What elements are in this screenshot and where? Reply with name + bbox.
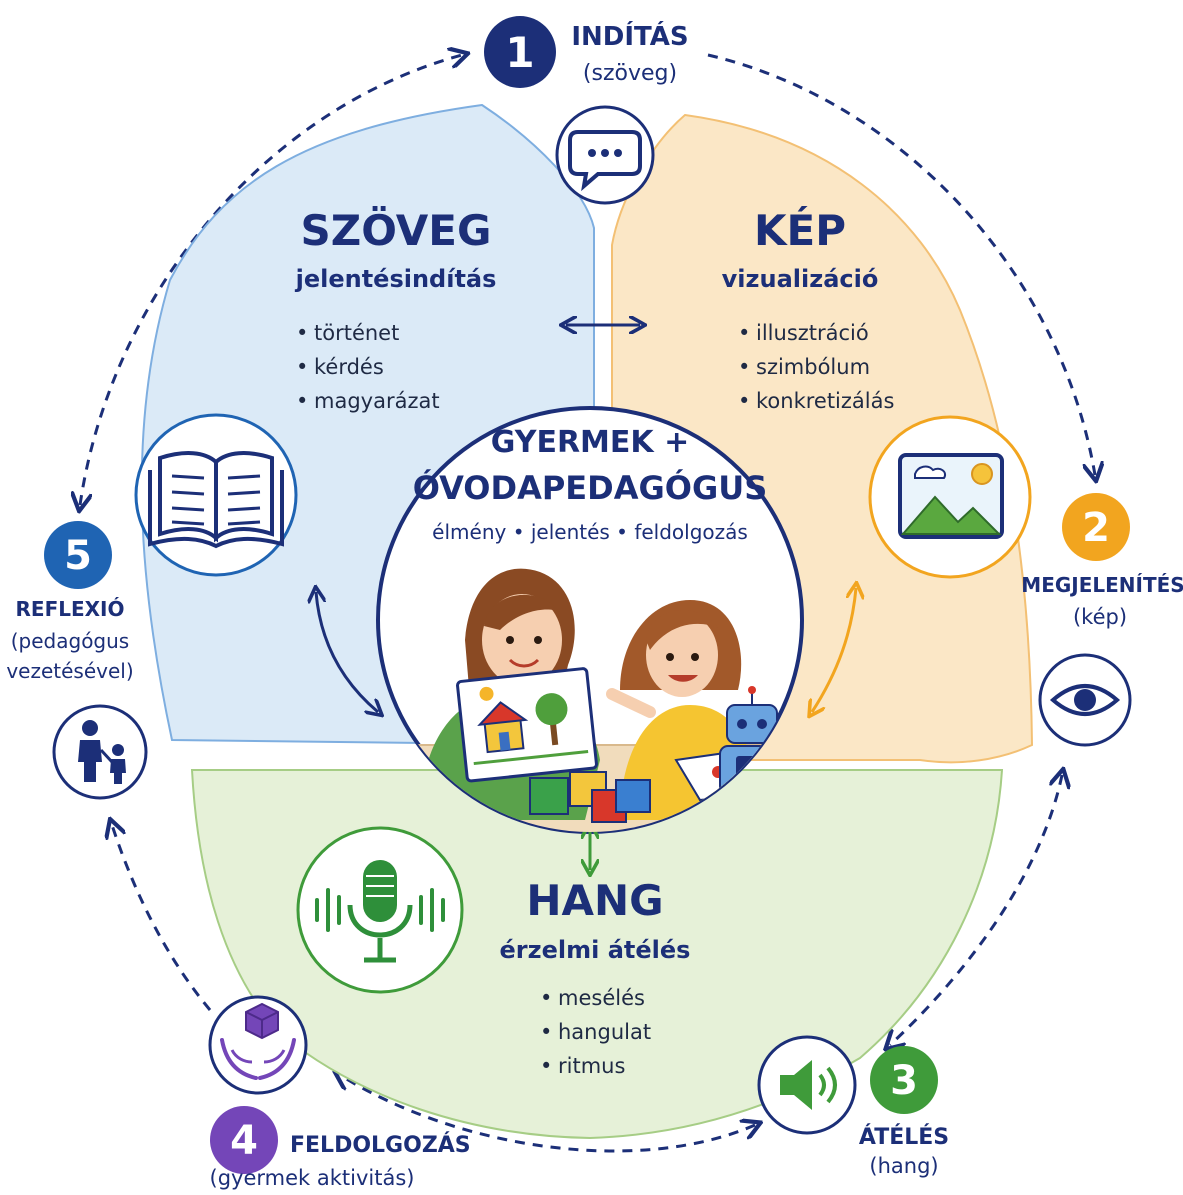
eye-icon xyxy=(1038,653,1132,747)
center-tagline: élmény • jelentés • feldolgozás xyxy=(432,520,748,544)
arrow-4-to-5 xyxy=(112,825,212,1011)
step-5-title: REFLEXIÓ xyxy=(16,597,125,621)
image-panel-content: KÉP vizualizáció xyxy=(722,205,879,293)
image-panel-item-3: konkretizálás xyxy=(756,389,894,413)
hands-cube-icon xyxy=(208,995,308,1095)
sound-panel-item-1: mesélés xyxy=(558,986,645,1010)
text-panel-item-2: kérdés xyxy=(314,355,384,379)
step-4-subtitle: (gyermek aktivitás) xyxy=(210,1166,415,1190)
sound-panel-bullet-2: • xyxy=(540,1020,552,1044)
step-5-subtitle-line-1: (pedagógus xyxy=(11,629,129,653)
text-panel-content: SZÖVEG jelentésindítás xyxy=(295,205,497,293)
text-panel-list: • történet • kérdés • magyarázat xyxy=(296,321,440,413)
sound-panel-content: HANG érzelmi átélés xyxy=(500,876,691,964)
image-panel-bullet-2: • xyxy=(738,355,750,379)
arrow-2-to-3 xyxy=(890,775,1062,1045)
open-book-icon xyxy=(134,413,298,577)
image-panel-bullet-3: • xyxy=(738,389,750,413)
sound-panel-subtitle: érzelmi átélés xyxy=(500,936,691,964)
step-3: 3 ÁTÉLÉS (hang) xyxy=(757,1035,949,1178)
step-4: 4 FELDOLGOZÁS (gyermek aktivitás) xyxy=(208,995,471,1190)
image-panel-subtitle: vizualizáció xyxy=(722,265,879,293)
step-2-title: MEGJELENÍTÉS xyxy=(1021,573,1183,597)
text-panel-item-3: magyarázat xyxy=(314,389,440,413)
step-3-number: 3 xyxy=(890,1058,918,1104)
step-5-number: 5 xyxy=(64,533,92,579)
panel-link-arrows xyxy=(316,325,856,870)
text-panel-bullet-1: • xyxy=(296,321,308,345)
microphone-icon xyxy=(296,826,464,994)
text-panel-title: SZÖVEG xyxy=(301,205,492,255)
step-1-number-badge xyxy=(484,16,556,88)
sound-panel-title: HANG xyxy=(526,876,663,925)
step-3-title: ÁTÉLÉS xyxy=(859,1124,949,1150)
sound-panel-item-2: hangulat xyxy=(558,1020,651,1044)
image-center-double-arrow xyxy=(812,588,856,712)
center-title-line-2: ÓVODAPEDAGÓGUS xyxy=(413,468,767,507)
center-heading: GYERMEK + ÓVODAPEDAGÓGUS élmény • jelent… xyxy=(413,425,767,544)
sound-panel-list: • mesélés • hangulat • ritmus xyxy=(540,986,651,1078)
step-5-number-badge xyxy=(44,521,112,589)
step-4-number-badge xyxy=(210,1106,278,1174)
parent-child-icon xyxy=(52,704,148,800)
speaker-icon xyxy=(757,1035,857,1135)
step-2-number: 2 xyxy=(1082,505,1110,551)
step-2-subtitle: (kép) xyxy=(1073,605,1127,629)
step-1: 1 INDÍTÁS (szöveg) xyxy=(484,16,689,205)
step-4-number: 4 xyxy=(230,1118,258,1164)
image-panel-item-2: szimbólum xyxy=(756,355,870,379)
image-panel-list: • illusztráció • szimbólum • konkretizál… xyxy=(738,321,894,413)
step-2-number-badge xyxy=(1062,493,1130,561)
landscape-picture-icon xyxy=(868,415,1032,579)
text-panel-subtitle: jelentésindítás xyxy=(295,265,497,293)
step-5-subtitle-line-2: vezetésével) xyxy=(6,659,133,683)
sound-panel-bullet-3: • xyxy=(540,1054,552,1078)
sound-panel-bullet-1: • xyxy=(540,986,552,1010)
chat-bubble-icon xyxy=(555,105,655,205)
sound-panel-item-3: ritmus xyxy=(558,1054,625,1078)
arrow-1-to-2 xyxy=(707,53,1095,475)
text-panel-item-1: történet xyxy=(314,321,399,345)
text-panel-bullet-2: • xyxy=(296,355,308,379)
step-2: 2 MEGJELENÍTÉS (kép) xyxy=(1021,493,1183,747)
step-1-number: 1 xyxy=(505,28,534,77)
image-panel-bullet-1: • xyxy=(738,321,750,345)
step-3-number-badge xyxy=(870,1046,938,1114)
step-1-subtitle: (szöveg) xyxy=(583,61,677,86)
center-title-line-1: GYERMEK + xyxy=(491,425,689,460)
text-center-double-arrow xyxy=(316,592,378,712)
step-5: 5 REFLEXIÓ (pedagógus vezetésével) xyxy=(6,521,148,800)
step-3-subtitle: (hang) xyxy=(869,1154,938,1178)
step-4-title: FELDOLGOZÁS xyxy=(290,1132,471,1158)
text-panel-bullet-3: • xyxy=(296,389,308,413)
step-1-title: INDÍTÁS xyxy=(571,20,688,52)
image-panel-item-1: illusztráció xyxy=(756,321,869,345)
image-panel-title: KÉP xyxy=(754,205,846,255)
